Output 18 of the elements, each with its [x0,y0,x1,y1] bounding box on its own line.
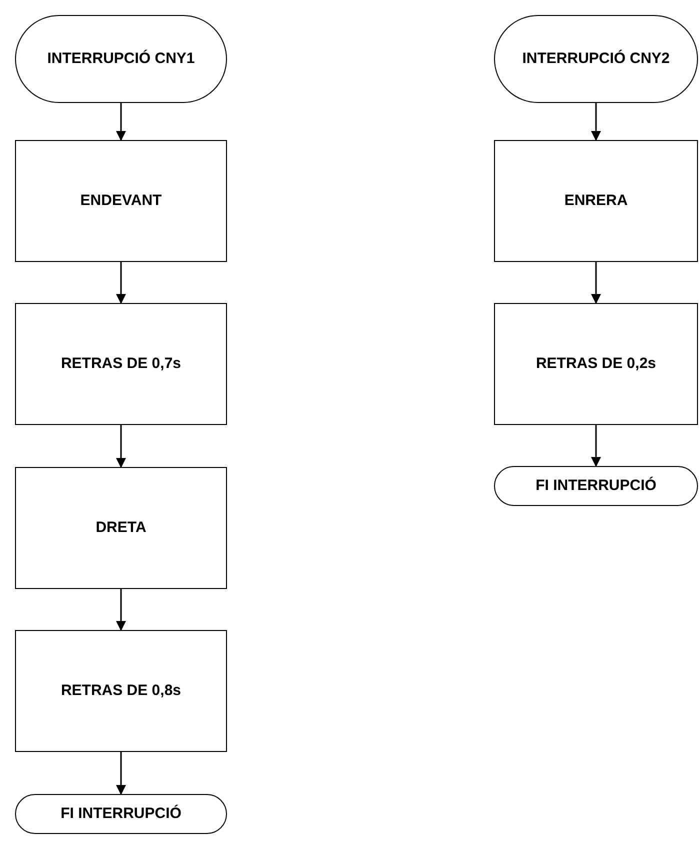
terminal-shape: FI INTERRUPCIÓ [15,794,227,834]
terminal-shape: INTERRUPCIÓ CNY2 [494,15,698,103]
arrow [116,752,126,795]
process-box: ENDEVANT [15,140,227,262]
process-box: RETRAS DE 0,2s [494,303,698,425]
terminal-shape: INTERRUPCIÓ CNY1 [15,15,227,103]
arrow [116,262,126,304]
arrow [591,425,601,467]
process-box: DRETA [15,467,227,589]
process-box: RETRAS DE 0,8s [15,630,227,752]
arrow [591,262,601,304]
process-box: RETRAS DE 0,7s [15,303,227,425]
process-box: ENRERA [494,140,698,262]
terminal-shape: FI INTERRUPCIÓ [494,466,698,506]
arrow [116,103,126,141]
arrow [116,425,126,468]
arrow [116,589,126,631]
arrow [591,103,601,141]
